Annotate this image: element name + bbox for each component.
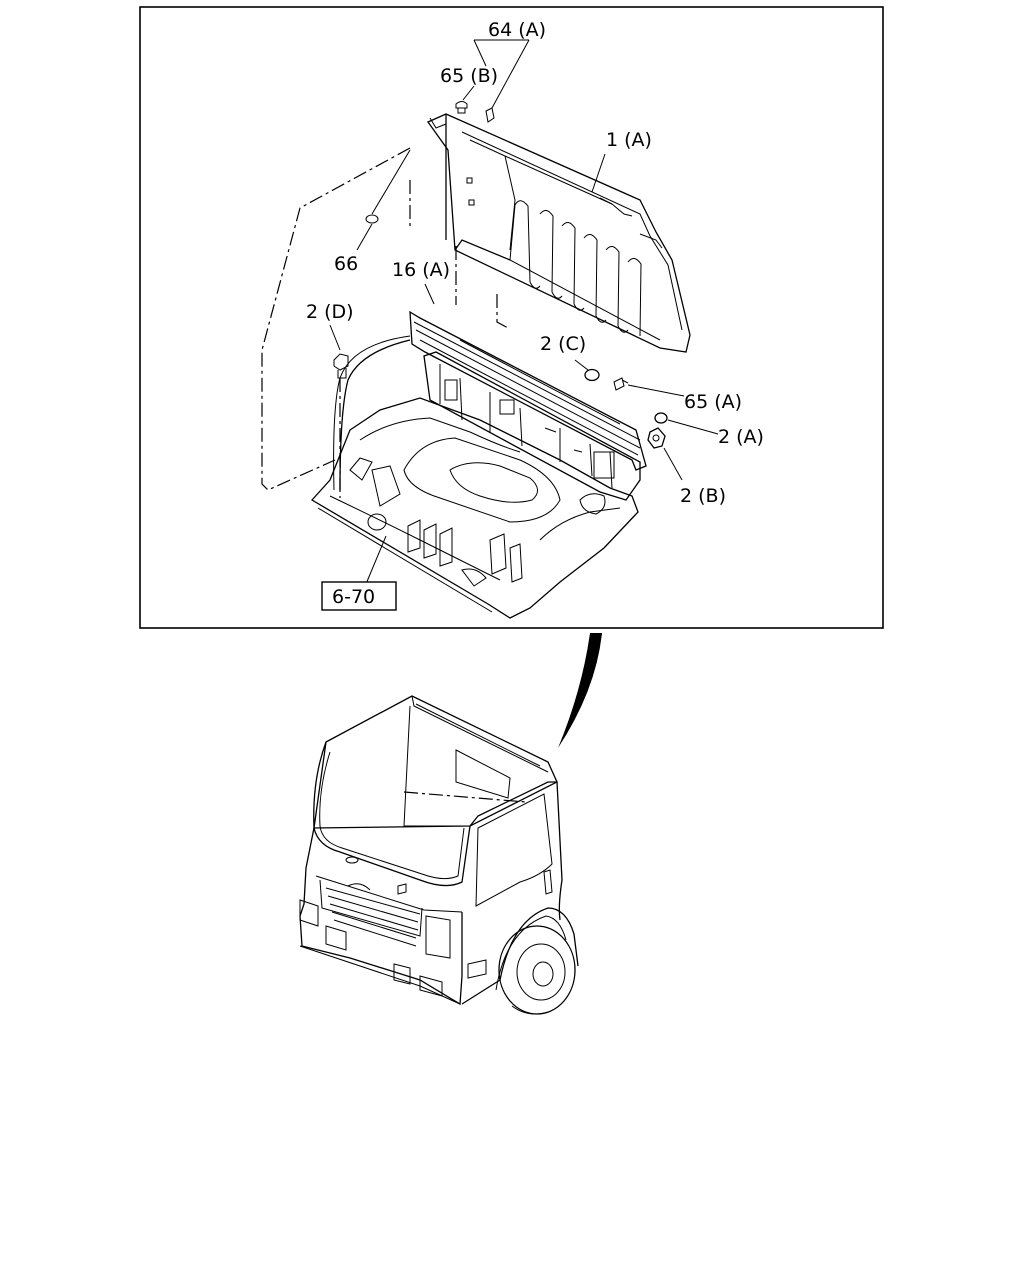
callout-16a: 16 (A) xyxy=(392,259,450,281)
callout-1a: 1 (A) xyxy=(606,129,652,151)
callout-65b: 65 (B) xyxy=(440,65,498,87)
rear-panel-drawing xyxy=(427,113,691,353)
leader-lines xyxy=(329,39,719,585)
callout-2d: 2 (D) xyxy=(306,301,354,323)
truck-cab-drawing xyxy=(299,695,579,1015)
detail-pointer xyxy=(558,633,602,748)
callout-2a: 2 (A) xyxy=(718,426,764,448)
callout-2b: 2 (B) xyxy=(680,485,726,507)
callout-2c: 2 (C) xyxy=(540,333,586,355)
reference-box xyxy=(321,581,397,611)
reference-box-label: 6-70 xyxy=(332,586,375,608)
fasteners xyxy=(333,101,668,449)
callout-66: 66 xyxy=(334,253,358,275)
phantom-outline xyxy=(261,147,509,498)
detail-frame xyxy=(139,6,884,629)
callout-64a: 64 (A) xyxy=(488,19,546,41)
floor-assembly-drawing xyxy=(310,310,647,619)
callout-65a: 65 (A) xyxy=(684,391,742,413)
